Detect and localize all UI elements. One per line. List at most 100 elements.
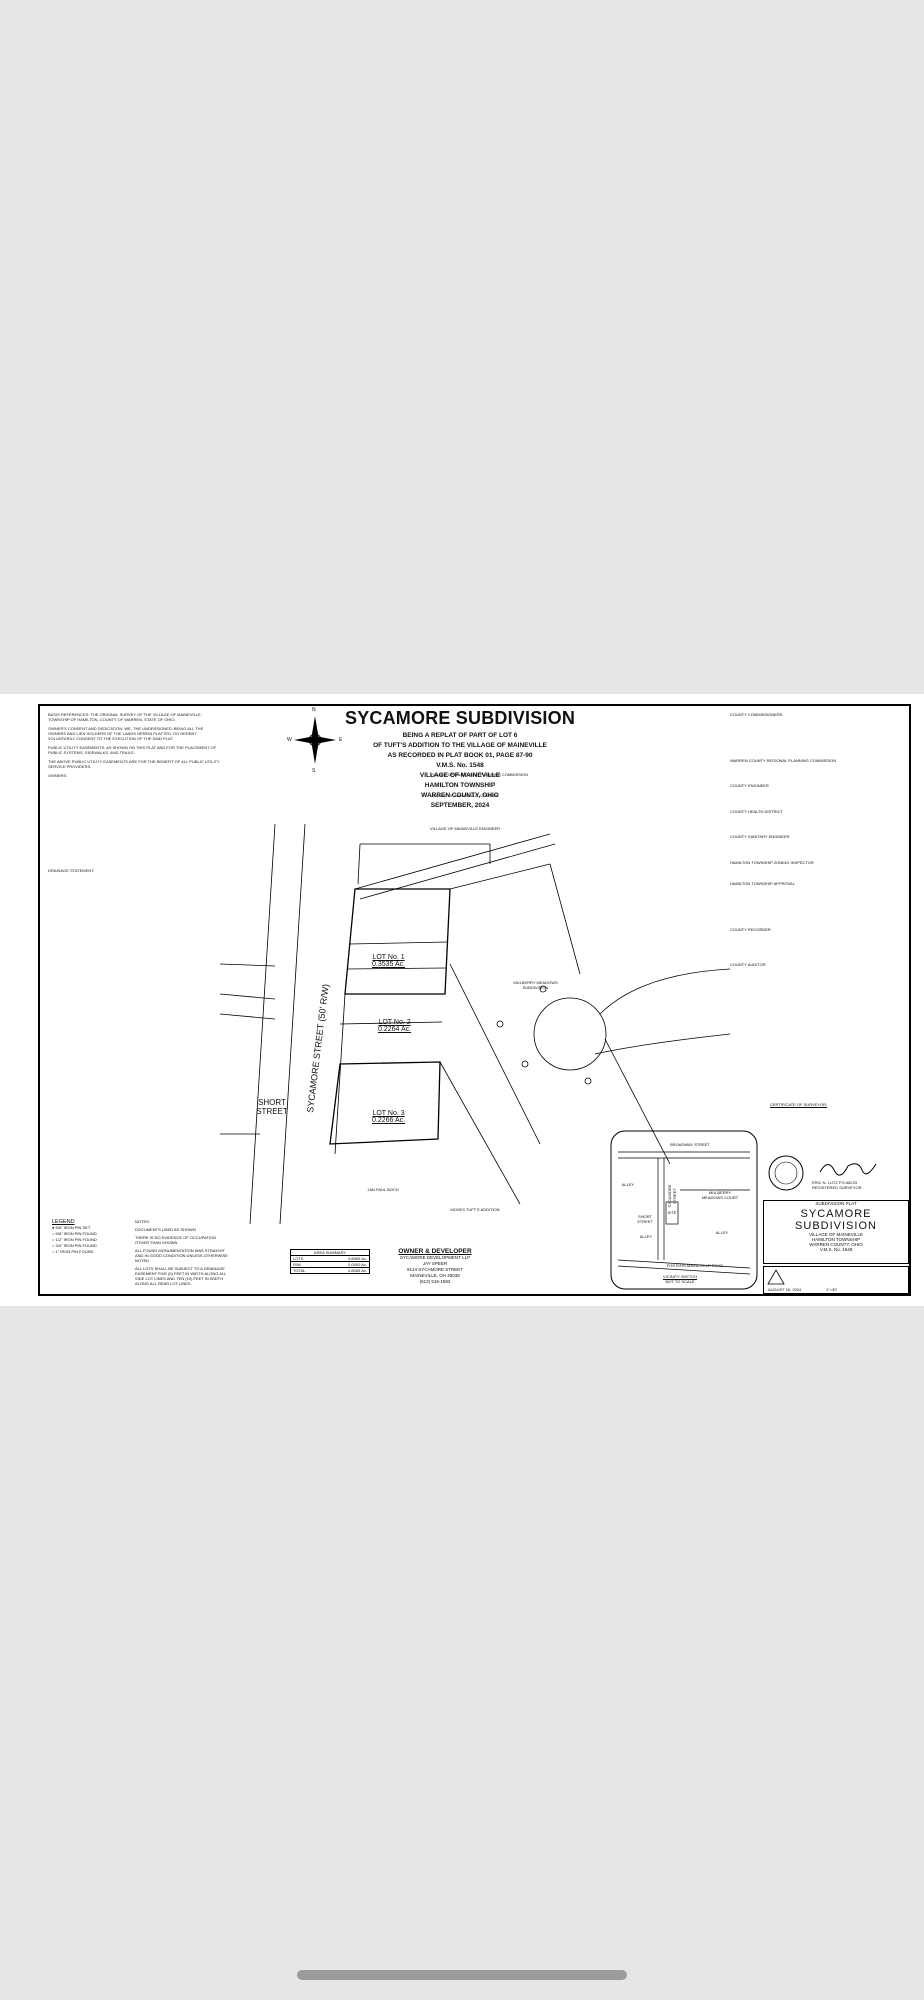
surveyor-certificate: CERTIFICATE OF SURVEYOR: — [770, 1102, 908, 1107]
north-arrow-icon — [294, 716, 336, 764]
vicinity-alley-1: ALLEY — [621, 1182, 635, 1187]
legend-item-4-text: 3/4" IRON PIN FOUND — [55, 1243, 97, 1248]
drainage-label: DRAINAGE STATEMENT: — [48, 868, 95, 873]
legend-title: LEGEND — [52, 1219, 75, 1225]
surveyor-cert-title: CERTIFICATE OF SURVEYOR: — [770, 1102, 828, 1107]
north-label: N — [312, 707, 316, 713]
title-block-name: SYCAMORE SUBDIVISION — [795, 1208, 877, 1232]
plat-sheet: BASIS REFERENCES: THE ORIGINAL SURVEY OF… — [0, 694, 924, 1306]
owner-developer: OWNER & DEVELOPER SYCAMORE DEVELOPMENT L… — [380, 1248, 490, 1285]
area-rw-value: 0.0000 Ac. — [348, 1262, 367, 1267]
legend-item-2-text: 5/8" IRON PIN FOUND — [55, 1231, 97, 1236]
vicinity-sketch — [610, 1130, 758, 1290]
title-block-line-1: VILLAGE OF MAINEVILLE — [808, 1232, 864, 1237]
village-approvals: VILLAGE OF MAINEVILLE, PLANNING COMMISSI… — [430, 772, 560, 847]
owners-label: OWNERS: — [48, 773, 68, 778]
subtitle-line-5: VILLAGE OF MAINEVILLE — [419, 772, 501, 779]
regional-planning-text: WARREN COUNTY REGIONAL PLANNING COMMISSI… — [730, 757, 837, 763]
company-logo-icon — [767, 1269, 785, 1285]
health-district-text: COUNTY HEALTH DISTRICT — [730, 808, 783, 814]
lot-3-area: 0.2266 Ac. — [372, 1117, 406, 1124]
title-block-line-3: WARREN COUNTY, OHIO — [809, 1242, 863, 1247]
mulberry-meadows-label: MULBERRY MEADOWS SUBDIVISION — [513, 980, 558, 990]
county-approvals: COUNTY COMMISSIONERS WARREN COUNTY REGIO… — [730, 712, 906, 976]
plat-scale: 1"=30' — [826, 1287, 838, 1292]
south-label: S — [312, 768, 316, 774]
west-label: W — [287, 737, 292, 743]
county-recorder-text: COUNTY RECORDER — [730, 926, 771, 932]
left-certification-column: BASIS REFERENCES: THE ORIGINAL SURVEY OF… — [48, 712, 220, 877]
sanitary-engineer-text: COUNTY SANITARY ENGINEER — [730, 834, 790, 839]
legend-item-3: ○ 1/2" IRON PIN FOUND — [52, 1237, 97, 1242]
vicinity-site: SITE — [667, 1210, 677, 1215]
subtitle-line-4: V.M.S. No. 1548 — [436, 762, 484, 769]
county-auditor-text: COUNTY AUDITOR — [730, 962, 766, 967]
owner-line-2: JAY SPEER — [422, 1261, 448, 1266]
note-2: THERE IS NO EVIDENCE OF OCCUPATION OTHER… — [135, 1235, 216, 1245]
vicinity-short-street: SHORT STREET — [637, 1214, 653, 1224]
legend-item-3-text: 1/2" IRON PIN FOUND — [55, 1237, 97, 1242]
vicinity-alley-3: ALLEY — [715, 1230, 729, 1235]
subtitle-line-2: OF TUFT'S ADDITION TO THE VILLAGE OF MAI… — [373, 742, 547, 749]
legend-item-2: ○ 5/8" IRON PIN FOUND — [52, 1231, 97, 1236]
vicinity-alley-2: ALLEY — [639, 1234, 653, 1239]
area-lots-label: LOTS — [293, 1256, 304, 1261]
short-street-label: SHORT STREET — [256, 1098, 288, 1116]
surveyor-name: ERIC N. LUTZ P.S.#8233 — [812, 1180, 858, 1185]
area-lots-value: 0.8065 Ac. — [348, 1256, 367, 1261]
county-engineer-text: COUNTY ENGINEER — [730, 783, 769, 788]
lot-1-name: LOT No. 1 — [372, 954, 405, 961]
legend-item-1-text: 5/8" IRON PIN SET — [55, 1225, 91, 1230]
owner-line-3: 9124 SYCAMORE STREET — [406, 1267, 464, 1272]
moses-tufts-label: MOSES TUFT'S ADDITION — [450, 1207, 500, 1212]
vicinity-broadway: BROADWAY STREET — [670, 1142, 710, 1147]
utility-benefit-text: THE ABOVE PUBLIC UTILITY EASEMENTS ARE F… — [48, 759, 220, 769]
east-label: E — [339, 737, 343, 743]
vicinity-sycamore: SYCAMORE STREET — [667, 1184, 677, 1208]
title-block-footer: AUGUST 16, 2024 1"=30' — [763, 1266, 909, 1294]
lot-2-area: 0.2264 Ac. — [378, 1026, 412, 1033]
legend-item-1: ● 5/8" IRON PIN SET — [52, 1225, 91, 1230]
lot-1-area: 0.3535 Ac. — [372, 961, 406, 968]
vicinity-mulberry: MULBERRY MEADOWS COURT — [701, 1190, 739, 1200]
surveyor-seal-icon — [768, 1155, 804, 1191]
owners-consent-text: OWNER'S CONSENT AND DEDICATION: WE, THE … — [48, 726, 204, 741]
notes-title: NOTES: — [135, 1219, 150, 1224]
basis-references-text: BASIS REFERENCES: THE ORIGINAL SURVEY OF… — [48, 712, 202, 722]
title-block: SUBDIVISION PLAT SYCAMORE SUBDIVISION VI… — [763, 1200, 909, 1264]
note-3: ALL FOUND MONUMENTATION WAS STRAIGHT AND… — [135, 1248, 228, 1263]
owner-line-4: MAINEVILLE, OH 45039 — [410, 1273, 460, 1278]
area-row-lots: LOTS 0.8065 Ac. — [291, 1256, 369, 1262]
subtitle-line-8: SEPTEMBER, 2024 — [430, 802, 490, 809]
village-engineer-text: VILLAGE OF MAINEVILLE ENGINEER — [430, 826, 501, 831]
lot-3-name: LOT No. 3 — [372, 1110, 405, 1117]
village-council-text: VILLAGE OF MAINEVILLE, COUNCIL — [430, 793, 499, 798]
subtitle-line-3: AS RECORDED IN PLAT BOOK 01, PAGE 87-90 — [387, 752, 533, 759]
signature-icon — [819, 1163, 877, 1176]
jan-paul-boch-label: JAN PAUL BOCH — [367, 1187, 399, 1192]
notes: NOTES: DOCUMENTS USED AS SHOWN THERE IS … — [135, 1219, 230, 1286]
area-total-value: 0.8065 Ac. — [348, 1268, 367, 1273]
subtitle-line-7: WARREN COUNTY, OHIO — [421, 792, 499, 799]
subtitle-line-1: BEING A REPLAT OF PART OF LOT 6 — [402, 732, 518, 739]
note-1: DOCUMENTS USED AS SHOWN — [135, 1227, 196, 1232]
home-indicator[interactable] — [297, 1970, 627, 1980]
plat-title: SYCAMORE SUBDIVISION — [344, 708, 576, 728]
owner-line-5: (513) 515-1583 — [419, 1279, 451, 1284]
area-summary-title: AREA SUMMARY — [291, 1250, 369, 1256]
subtitle-line-6: HAMILTON TOWNSHIP — [424, 782, 496, 789]
county-commissioners-text: COUNTY COMMISSIONERS — [730, 712, 783, 717]
surveyor-role: REGISTERED SURVEYOR — [812, 1185, 862, 1190]
planning-commission-text: VILLAGE OF MAINEVILLE, PLANNING COMMISSI… — [430, 772, 529, 777]
plat-date: AUGUST 16, 2024 — [768, 1287, 802, 1292]
plat-drawing — [220, 823, 730, 1224]
legend-item-5: ○ 1" IRON PIN FOUND — [52, 1249, 94, 1254]
legend: LEGEND ● 5/8" IRON PIN SET ○ 5/8" IRON P… — [52, 1219, 132, 1255]
township-approval-text: HAMILTON TOWNSHIP APPROVAL — [730, 881, 795, 886]
plat-border — [38, 704, 911, 1296]
